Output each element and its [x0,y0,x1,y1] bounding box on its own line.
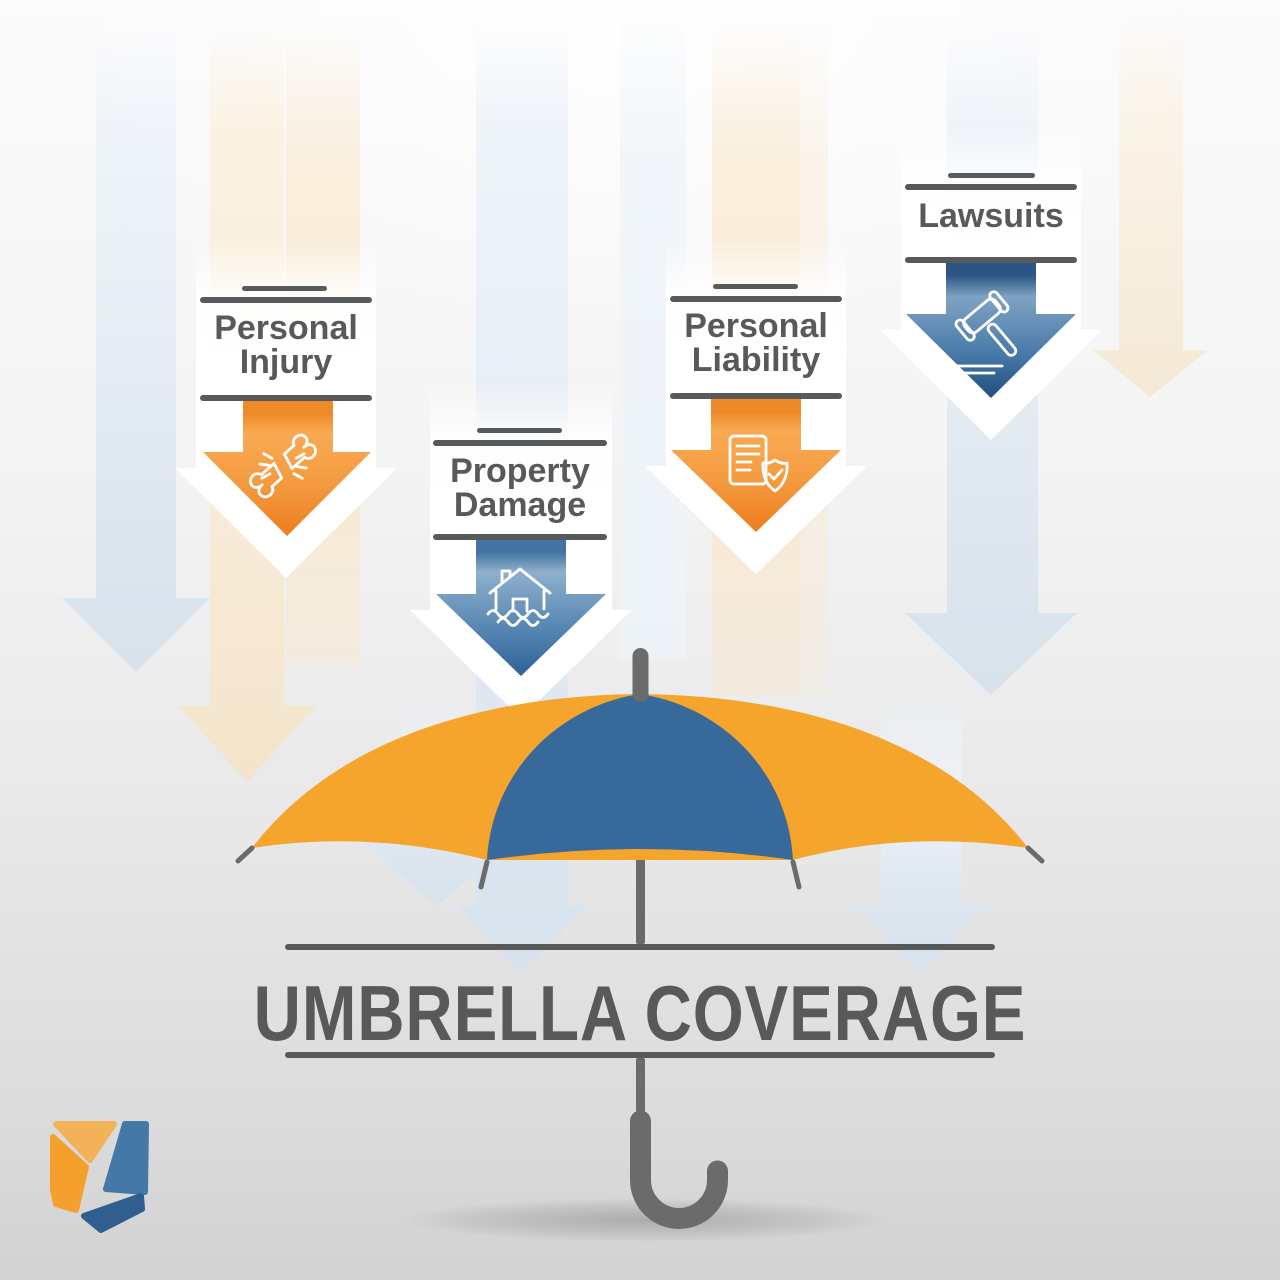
risk-label-line: Injury [239,343,333,381]
gavel-icon [950,290,1018,375]
divider-top [433,440,607,446]
divider-bottom [905,257,1077,263]
divider-bottom [433,534,607,540]
page-title: UMBRELLA COVERAGE [253,969,1027,1057]
ground-shadow [400,1198,890,1242]
title-divider-top [285,944,995,950]
flooded-house-icon [486,567,552,627]
umbrella-graphic [235,648,1045,1242]
divider-top [200,297,372,303]
umbrella-shaft [636,1058,645,1120]
brand-shield-logo [50,1121,149,1233]
divider-top [905,184,1077,190]
divider-short [242,286,327,291]
risk-label-personal-injury: Personal Injury [176,311,396,379]
document-shield-icon [728,434,789,493]
divider-short [948,173,1035,178]
background-arrow [1093,10,1208,397]
risk-label-personal-liability: Personal Liability [646,309,866,377]
umbrella-ferrule [632,648,649,702]
risk-label-line: Damage [453,486,587,524]
umbrella-rib-tips [235,845,1045,890]
risk-label-line: Personal [684,307,828,345]
risk-label-line: Property [450,452,590,490]
title-divider-bottom [285,1052,995,1058]
divider-top [670,296,842,302]
umbrella-handle [630,1110,728,1229]
umbrella-canopy-blue [487,694,793,860]
broken-bone-icon [249,433,317,499]
risk-label-line: Lawsuits [918,197,1064,235]
risk-label-property-damage: Property Damage [410,454,630,522]
divider-bottom [670,393,842,399]
risk-label-line: Liability [691,341,821,379]
divider-bottom [200,395,372,401]
divider-short [713,284,798,289]
risk-label-line: Personal [214,309,358,347]
risk-label-lawsuits: Lawsuits [881,199,1101,233]
divider-short [477,428,562,433]
